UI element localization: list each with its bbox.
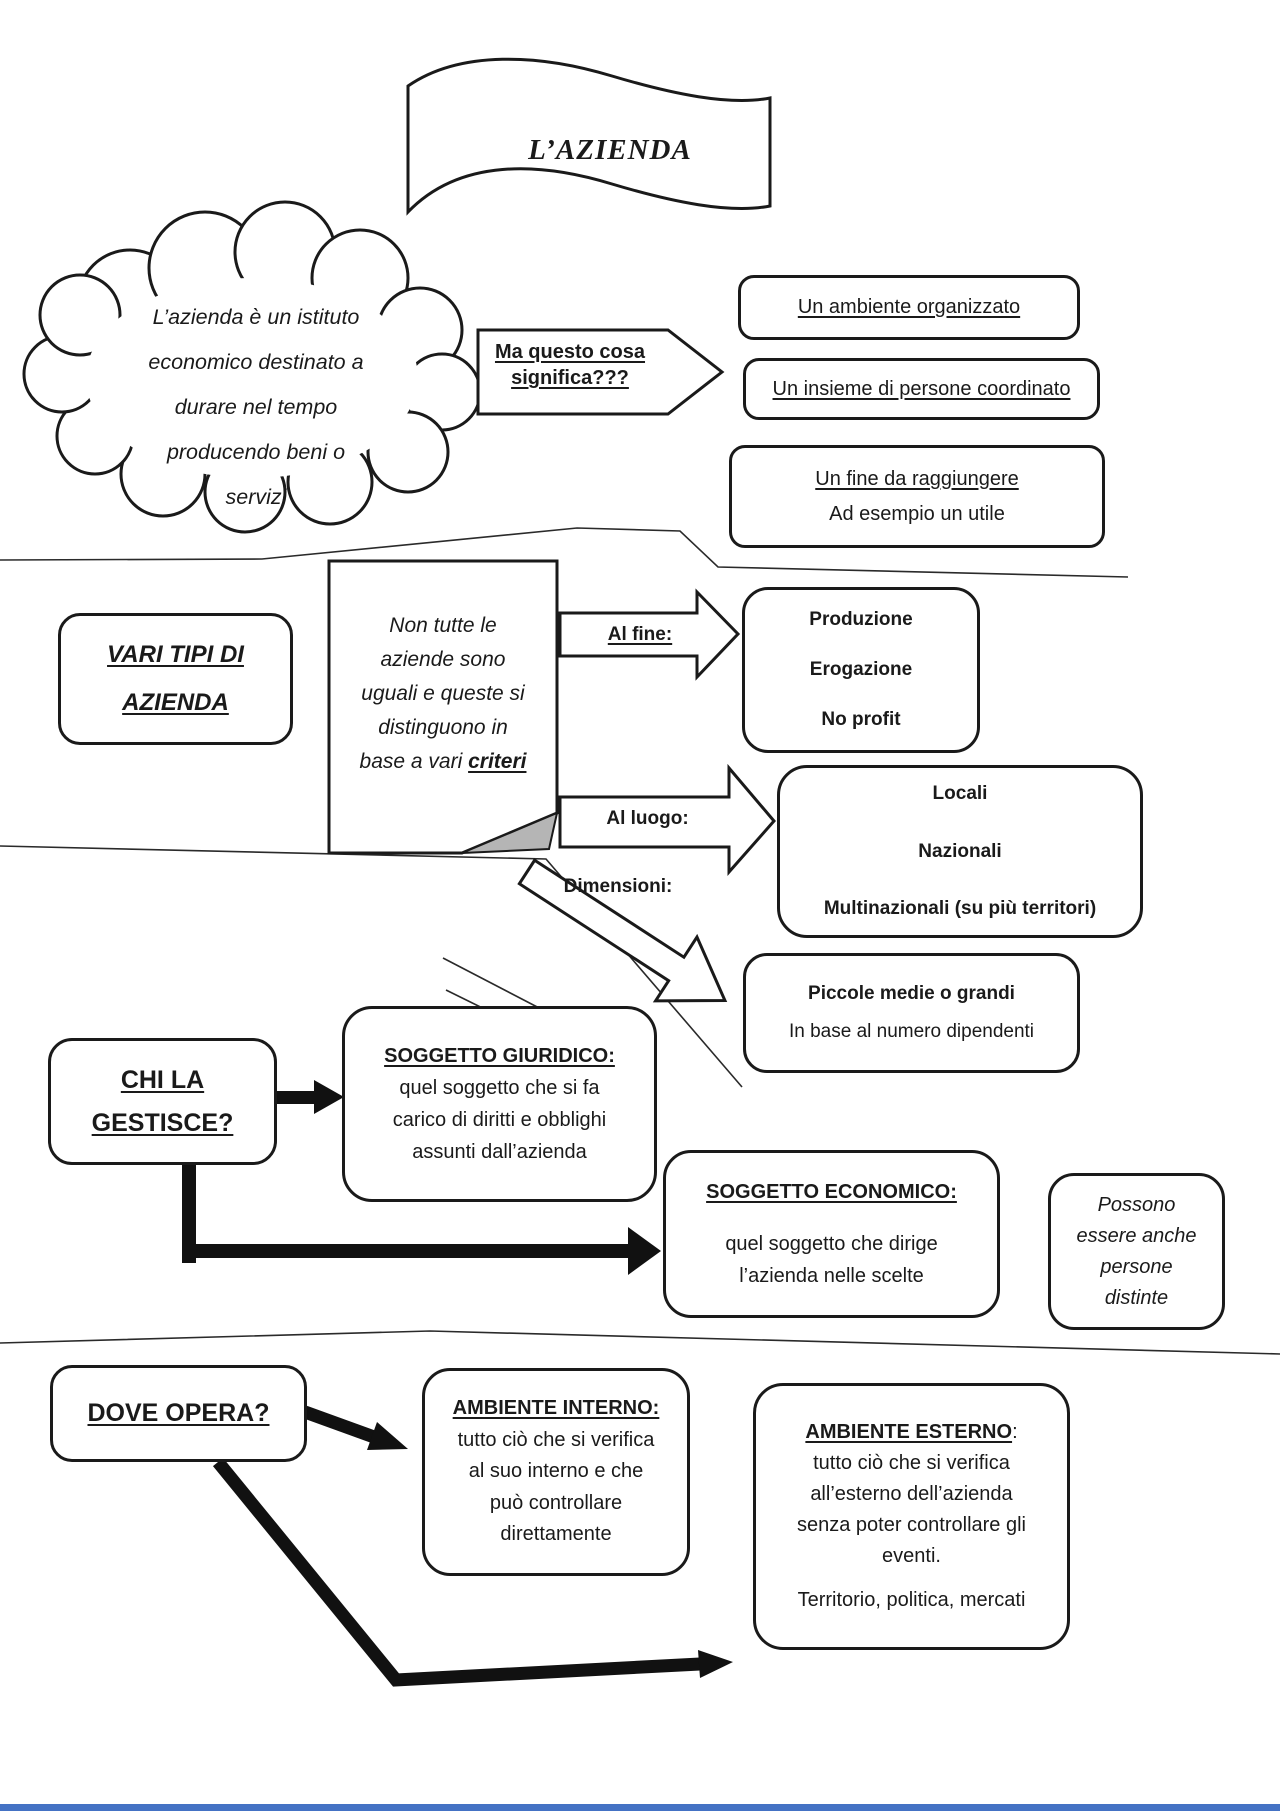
note-highlight-criteri: criteri [468, 750, 527, 773]
luogo-item: Nazionali [918, 840, 1002, 862]
ambiente-esterno-title: AMBIENTE ESTERNO [805, 1421, 1013, 1443]
cloud-shape [22, 200, 482, 534]
arrow-chi-to-giuridico [277, 1080, 344, 1114]
fine-item: No profit [821, 708, 901, 730]
note-line: aziende sono [380, 648, 506, 671]
ambiente-esterno-examples: Territorio, politica, mercati [797, 1589, 1026, 1611]
dimensioni-label: Dimensioni: [563, 876, 673, 897]
luogo-result-box: Locali Nazionali Multinazionali (su più … [777, 765, 1143, 938]
bottom-accent-bar [0, 1804, 1280, 1811]
luogo-item: Locali [932, 782, 988, 804]
answer-box3-title: Un fine da raggiungere [815, 467, 1019, 490]
cloud-definition: L’azienda è un istituto economico destin… [110, 295, 402, 520]
dimensioni-result-box: Piccole medie o grandi In base al numero… [743, 953, 1080, 1073]
ambiente-esterno-body: : tutto ciò che si verifica all’esterno … [796, 1421, 1026, 1567]
answer-box-ambiente-organizzato: Un ambiente organizzato [738, 275, 1080, 340]
soggetto-economico-box: SOGGETTO ECONOMICO: quel soggetto che di… [663, 1150, 1000, 1318]
cloud-line: L’azienda è un istituto [152, 305, 360, 329]
section-divider-2 [0, 845, 743, 1088]
nota-persone-distinte-box: Possono essere anche persone distinte [1048, 1173, 1225, 1330]
soggetto-giuridico-body: quel soggetto che si fa carico di diritt… [392, 1077, 607, 1163]
answer-box-fine-da-raggiungere: Un fine da raggiungere Ad esempio un uti… [729, 445, 1105, 548]
arrow-dove-to-esterno [212, 1457, 733, 1687]
section-divider-1 [0, 527, 1129, 578]
answer-box3-subtitle: Ad esempio un utile [829, 502, 1005, 525]
al-luogo-arrow-icon [558, 763, 776, 876]
soggetto-economico-body: quel soggetto che dirige l’azienda nelle… [725, 1233, 938, 1287]
cloud-line: producendo beni o [166, 440, 346, 464]
page-title: L’AZIENDA [528, 134, 692, 166]
dimensioni-subtitle: In base al numero dipendenti [788, 1021, 1035, 1042]
cloud-line: economico destinato a [148, 350, 364, 374]
note-text: Non tutte le aziende sono uguali e quest… [338, 609, 548, 779]
note-line: distinguono in [378, 716, 508, 739]
ambiente-interno-body: tutto ciò che si verifica al suo interno… [457, 1428, 655, 1546]
answer-box-insieme-persone: Un insieme di persone coordinato [743, 358, 1100, 420]
soggetto-giuridico-box: SOGGETTO GIURIDICO: quel soggetto che si… [342, 1006, 657, 1202]
fine-item: Erogazione [809, 659, 913, 681]
al-fine-label: Al fine: [607, 624, 673, 645]
question-arrow-shape [476, 328, 725, 416]
heading-dove-opera: DOVE OPERA? [50, 1365, 307, 1462]
arrow-chi-to-economico [182, 1163, 661, 1275]
note-fold-corner [461, 811, 559, 854]
section-divider-3 [0, 1330, 1280, 1355]
title-banner-shape [406, 57, 772, 216]
note-line: Non tutte le [389, 614, 497, 637]
note-line: base a vari criteri [338, 745, 548, 779]
ambiente-interno-title: AMBIENTE INTERNO: [452, 1397, 660, 1420]
ambiente-interno-box: AMBIENTE INTERNO: tutto ciò che si verif… [422, 1368, 690, 1576]
heading-vari-tipi-di-azienda: VARI TIPI DI AZIENDA [58, 613, 293, 745]
cloud-line: servizi [225, 485, 287, 509]
ambiente-esterno-paragraph: AMBIENTE ESTERNO: tutto ciò che si verif… [784, 1417, 1039, 1572]
note-last-prefix: base a vari [359, 750, 469, 773]
al-fine-arrow-icon [558, 588, 741, 681]
ambiente-esterno-box: AMBIENTE ESTERNO: tutto ciò che si verif… [753, 1383, 1070, 1650]
soggetto-giuridico-title: SOGGETTO GIURIDICO: [384, 1045, 615, 1067]
soggetto-economico-title: SOGGETTO ECONOMICO: [706, 1181, 957, 1203]
section-divider-2b [442, 957, 544, 1011]
dimensioni-arrow-icon [517, 858, 728, 1003]
cloud-line: durare nel tempo [174, 395, 338, 419]
note-line: uguali e queste si [361, 682, 525, 705]
dimensioni-title: Piccole medie o grandi [808, 983, 1015, 1005]
fine-result-box: Produzione Erogazione No profit [742, 587, 980, 753]
fine-item: Produzione [809, 609, 913, 631]
luogo-item: Multinazionali (su più territori) [823, 898, 1097, 920]
heading-chi-la-gestisce: CHI LA GESTISCE? [48, 1038, 277, 1165]
arrow-dove-to-interno [302, 1405, 408, 1450]
question-arrow-label: Ma questo cosa significa??? [494, 341, 646, 389]
al-luogo-label: Al luogo: [606, 808, 689, 829]
